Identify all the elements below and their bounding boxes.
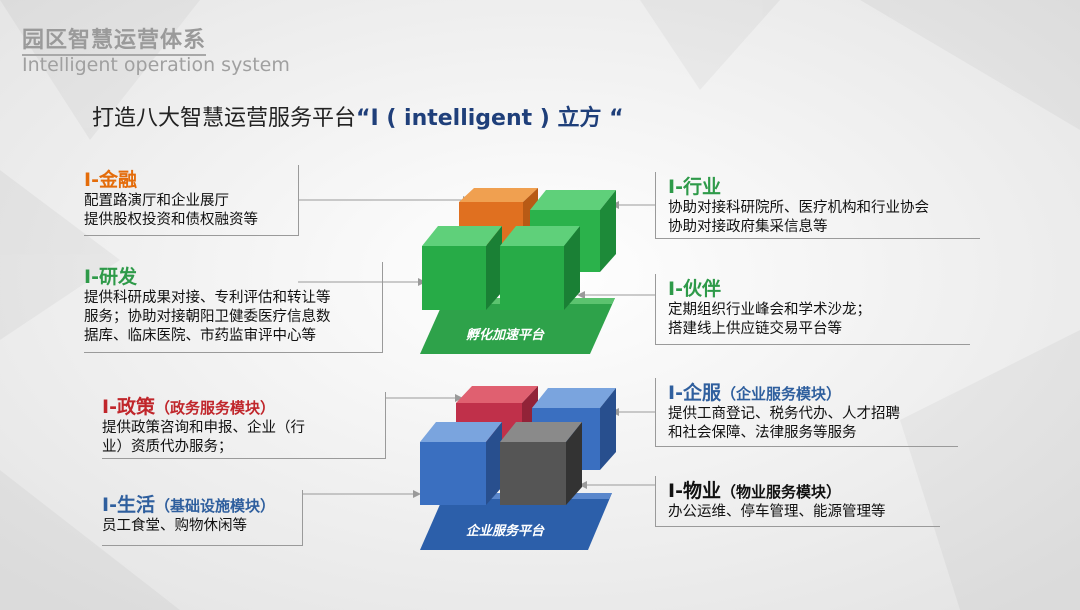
headline-highlight: “I ( intelligent ) 立方 “: [356, 106, 624, 131]
finance-line-2: 提供股权投资和债权融资等: [84, 212, 258, 228]
top-platform-label: 孵化加速平台: [466, 327, 545, 343]
page-title: 园区智慧运营体系: [22, 22, 207, 56]
life-line-1: 员工食堂、购物休闲等: [102, 518, 247, 534]
headline: 打造八大智慧运营服务平台“I ( intelligent ) 立方 “: [92, 100, 624, 132]
industry-line-2: 协助对接政府集采信息等: [668, 219, 828, 235]
cube-green-left: [422, 226, 502, 310]
enterprise-title: I-企服: [668, 382, 721, 404]
property-heading: I-物业（物业服务模块）: [668, 476, 940, 503]
research-title: I-研发: [84, 266, 137, 288]
research-line-2: 服务；协助对接朝阳卫健委医疗信息数: [84, 309, 331, 325]
block-policy: I-政策（政务服务模块） 提供政策咨询和申报、企业（行 业）资质代办服务；: [102, 392, 386, 459]
property-title: I-物业: [668, 480, 721, 502]
life-title: I-生活: [102, 494, 155, 516]
policy-line-1: 提供政策咨询和申报、企业（行: [102, 420, 305, 436]
finance-line-1: 配置路演厅和企业展厅: [84, 193, 229, 209]
page-subtitle: Intelligent operation system: [22, 54, 290, 76]
partner-line-1: 定期组织行业峰会和学术沙龙；: [668, 302, 871, 318]
cube-green-right: [500, 226, 580, 310]
bottom-platform-label: 企业服务平台: [466, 523, 545, 539]
property-line-1: 办公运维、停车管理、能源管理等: [668, 504, 886, 520]
industry-title: I-行业: [668, 176, 721, 198]
block-life: I-生活（基础设施模块） 员工食堂、购物休闲等: [102, 490, 303, 546]
headline-prefix: 打造八大智慧运营服务平台: [92, 106, 357, 131]
partner-line-2: 搭建线上供应链交易平台等: [668, 321, 842, 337]
block-property: I-物业（物业服务模块） 办公运维、停车管理、能源管理等: [655, 476, 940, 527]
block-partner: I-伙伴 定期组织行业峰会和学术沙龙； 搭建线上供应链交易平台等: [655, 274, 970, 345]
block-finance: I-金融 配置路演厅和企业展厅 提供股权投资和债权融资等: [84, 165, 299, 236]
enterprise-sub: （企业服务模块）: [720, 385, 841, 403]
block-enterprise: I-企服（企业服务模块） 提供工商登记、税务代办、人才招聘 和社会保障、法律服务…: [655, 378, 958, 447]
policy-line-2: 业）资质代办服务；: [102, 439, 233, 455]
industry-line-1: 协助对接科研院所、医疗机构和行业协会: [668, 200, 929, 216]
policy-sub: （政务服务模块）: [154, 399, 275, 417]
enterprise-heading: I-企服（企业服务模块）: [668, 378, 958, 405]
life-sub: （基础设施模块）: [154, 497, 275, 515]
research-line-1: 提供科研成果对接、专利评估和转让等: [84, 290, 331, 306]
enterprise-line-1: 提供工商登记、税务代办、人才招聘: [668, 406, 900, 422]
property-sub: （物业服务模块）: [720, 483, 841, 501]
partner-title: I-伙伴: [668, 278, 721, 300]
cube-blue-left: [420, 422, 502, 505]
enterprise-line-2: 和社会保障、法律服务等服务: [668, 425, 857, 441]
block-industry: I-行业 协助对接科研院所、医疗机构和行业协会 协助对接政府集采信息等: [655, 172, 980, 239]
policy-heading: I-政策（政务服务模块）: [102, 392, 385, 419]
policy-title: I-政策: [102, 396, 155, 418]
finance-title: I-金融: [84, 169, 137, 191]
research-line-3: 据库、临床医院、市药监审评中心等: [84, 328, 316, 344]
life-heading: I-生活（基础设施模块）: [102, 490, 302, 517]
cube-gray: [500, 422, 582, 505]
block-research: I-研发 提供科研成果对接、专利评估和转让等 服务；协助对接朝阳卫健委医疗信息数…: [84, 262, 383, 353]
